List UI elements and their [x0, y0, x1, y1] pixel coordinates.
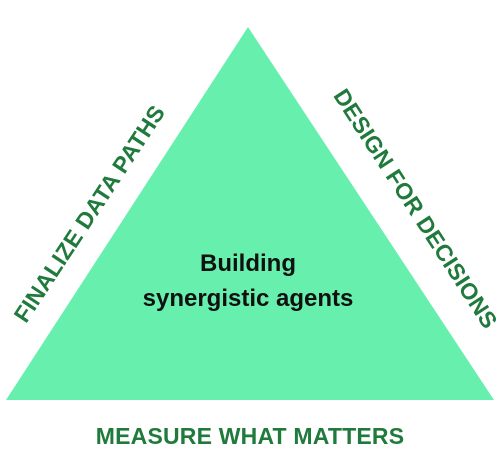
center-label-line-2: synergistic agents [143, 285, 354, 312]
triangle-shape [6, 27, 494, 400]
center-label-line-1: Building [200, 250, 296, 277]
bottom-side-label: MEASURE WHAT MATTERS [96, 423, 405, 449]
